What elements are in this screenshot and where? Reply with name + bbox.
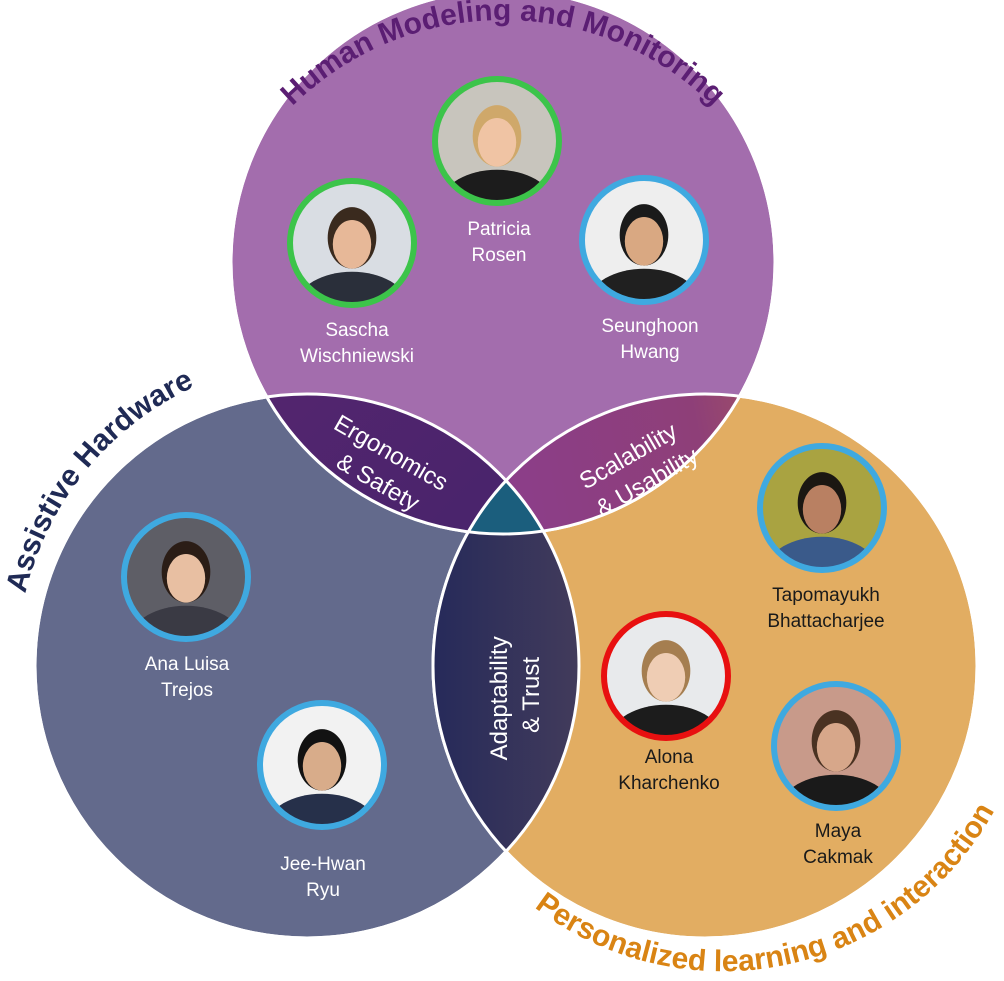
portrait-ring bbox=[757, 443, 887, 573]
overlap-adaptability-trust: Adaptability & Trust bbox=[486, 630, 545, 761]
portrait-photo bbox=[776, 686, 896, 806]
portrait-photo bbox=[262, 705, 382, 825]
portrait-ring bbox=[432, 76, 562, 206]
portrait-photo bbox=[584, 180, 704, 300]
person-first-name: Alona bbox=[645, 747, 694, 768]
portrait-photo bbox=[437, 81, 557, 201]
person-first-name: Maya bbox=[815, 821, 862, 842]
person-first-name: Tapomayukh bbox=[772, 585, 880, 606]
portrait-photo bbox=[762, 448, 882, 568]
person-last-name: Rosen bbox=[472, 245, 527, 266]
portrait-photo bbox=[126, 517, 246, 637]
person-last-name: Kharchenko bbox=[618, 773, 719, 794]
person-last-name: Hwang bbox=[620, 342, 679, 363]
person-first-name: Patricia bbox=[467, 219, 531, 240]
portrait-photo bbox=[292, 183, 412, 303]
person-first-name: Seunghoon bbox=[601, 316, 698, 337]
person-last-name: Ryu bbox=[306, 880, 340, 901]
person-last-name: Cakmak bbox=[803, 847, 873, 868]
person-last-name: Wischniewski bbox=[300, 346, 414, 367]
portrait-ring bbox=[579, 175, 709, 305]
person-first-name: Sascha bbox=[325, 320, 389, 341]
portrait-ring bbox=[121, 512, 251, 642]
person-last-name: Bhattacharjee bbox=[767, 611, 884, 632]
portrait-ring bbox=[771, 681, 901, 811]
person-last-name: Trejos bbox=[161, 680, 213, 701]
portrait-ring bbox=[601, 611, 731, 741]
person-first-name: Ana Luisa bbox=[145, 654, 230, 675]
portrait-photo bbox=[606, 616, 726, 736]
portrait-ring bbox=[287, 178, 417, 308]
portrait-ring bbox=[257, 700, 387, 830]
person-first-name: Jee-Hwan bbox=[280, 854, 366, 875]
